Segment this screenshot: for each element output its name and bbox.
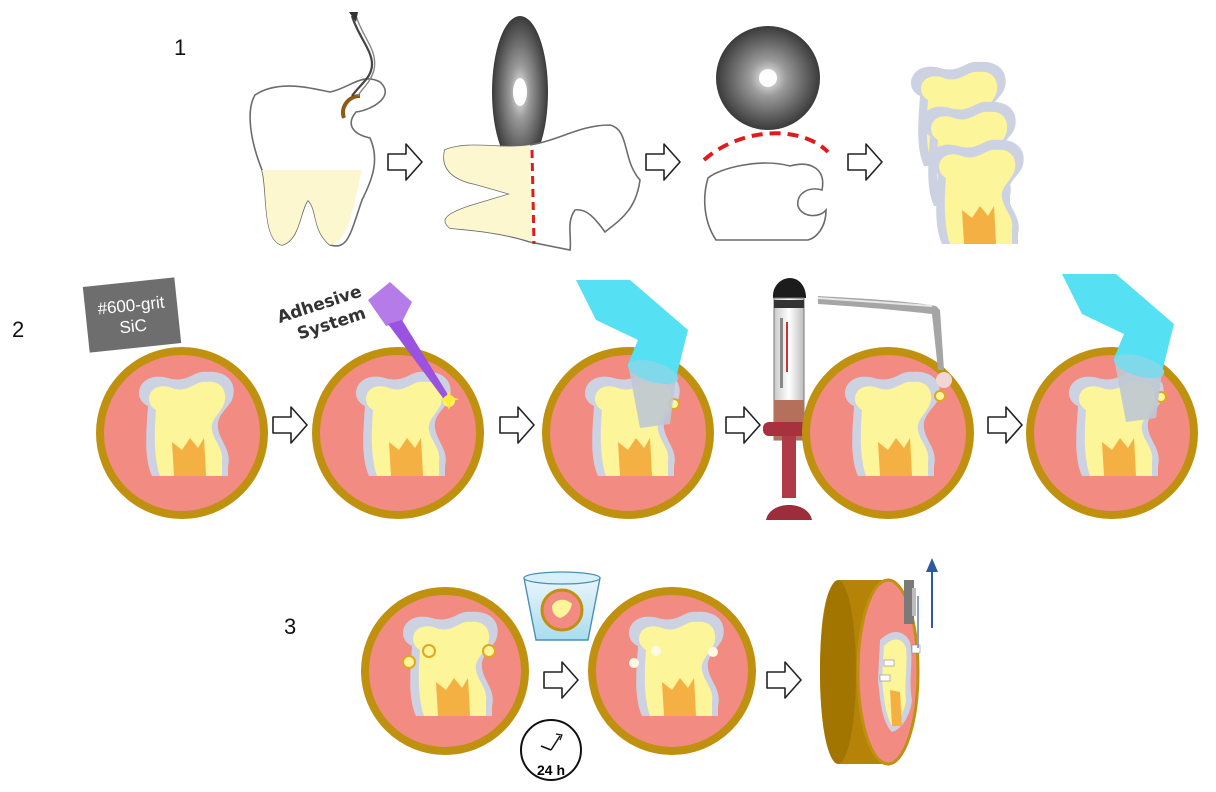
arrow-1c [848, 144, 882, 180]
dentin-slices [911, 62, 1024, 244]
mold-step-cure-composite [1030, 351, 1194, 515]
sandpaper: #600-grit SiC [83, 277, 181, 352]
mold-step-cure-adhesive [546, 351, 710, 515]
cut-arc [704, 133, 828, 160]
molar-tooth [250, 79, 385, 246]
arrow-3a [544, 662, 578, 698]
row-label-1: 1 [174, 35, 186, 60]
row-label-2: 2 [12, 317, 24, 342]
mold-bonded-cylinders [365, 591, 525, 751]
arrow-1a [388, 144, 422, 180]
arrow-2d [988, 407, 1022, 443]
arrow-2c [726, 407, 760, 443]
storage-timer: 24 h [521, 720, 581, 780]
mold-after-storage [592, 591, 752, 751]
composite-syringe [763, 278, 815, 520]
arrow-1b [646, 144, 680, 180]
load-direction-arrow [926, 558, 938, 628]
arrow-3b [767, 662, 801, 698]
arrow-2a [273, 407, 307, 443]
mold-step-adhesive [316, 351, 480, 515]
sandpaper-label-2: SiC [119, 316, 148, 338]
sectioned-tooth [444, 125, 640, 250]
timer-label: 24 h [537, 762, 565, 778]
row-label-3: 3 [284, 614, 296, 639]
arrow-2b [500, 407, 534, 443]
flat-disc [716, 26, 820, 130]
mold-step-polish [100, 351, 264, 515]
crown-outline [705, 163, 826, 240]
water-storage-cup [524, 572, 600, 640]
